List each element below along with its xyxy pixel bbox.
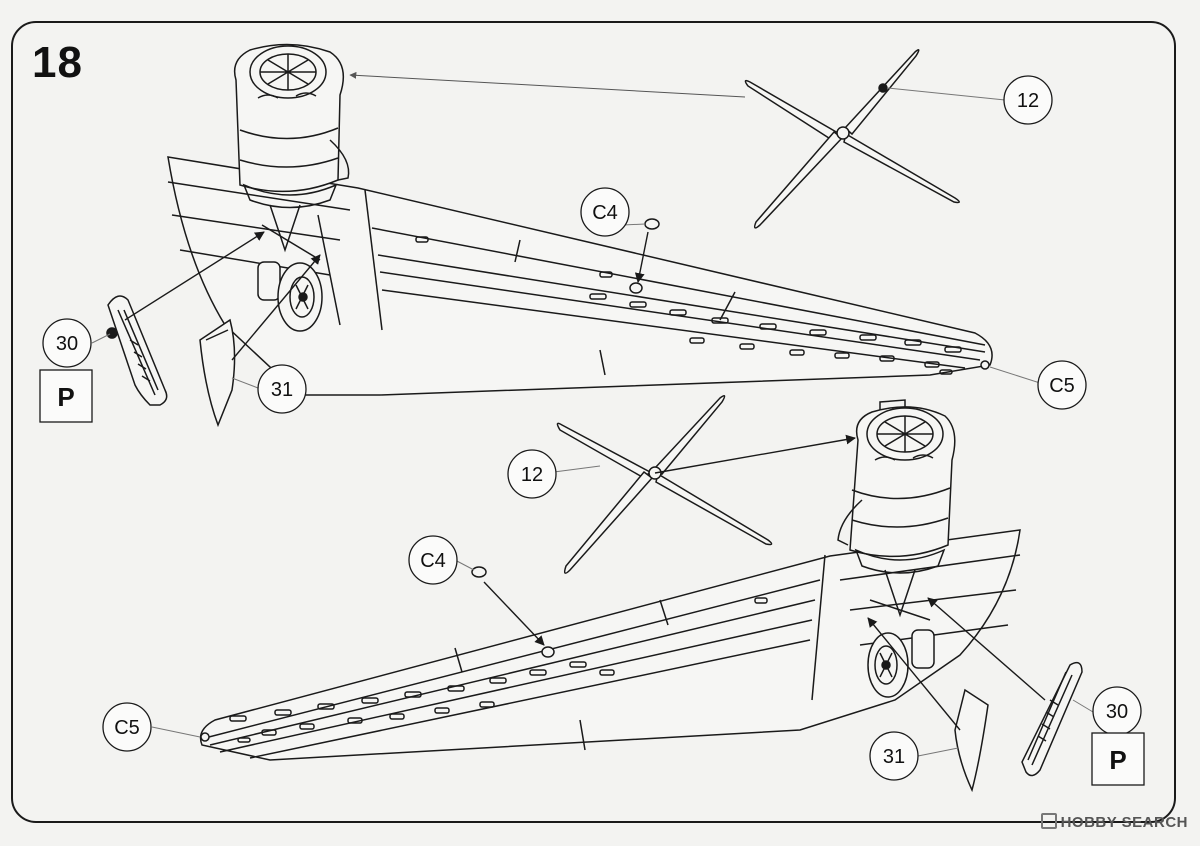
upper-part-30 <box>106 295 168 406</box>
label-lower-p: P <box>1109 745 1126 775</box>
step-number: 18 <box>32 38 83 87</box>
lower-c5-point <box>200 732 210 742</box>
hobby-search-logo-icon <box>1040 813 1057 829</box>
label-lower-c4: C4 <box>420 550 446 572</box>
upper-engine-nacelle <box>233 43 350 209</box>
callout-boxes <box>39 369 1145 786</box>
lower-wing-slots <box>229 597 768 743</box>
upper-propeller <box>744 49 960 229</box>
callout-upper-c5 <box>1037 360 1087 410</box>
label-lower-30: 30 <box>1106 701 1128 723</box>
label-upper-prop: 12 <box>1017 90 1039 112</box>
callout-lower-c4 <box>408 535 458 585</box>
lower-landing-gear <box>867 569 935 698</box>
label-upper-31: 31 <box>271 379 293 401</box>
callout-lower-prop <box>507 449 557 499</box>
upper-part-31 <box>199 318 236 428</box>
upper-c5-point <box>980 360 990 370</box>
callout-upper-31 <box>257 364 307 414</box>
callout-upper-c4 <box>580 187 630 237</box>
callout-lower-c5 <box>102 702 152 752</box>
label-lower-c5: C5 <box>114 717 140 739</box>
lower-c4-part <box>471 566 487 578</box>
lower-engine-nacelle <box>837 399 956 574</box>
lower-part-31 <box>954 688 989 793</box>
callout-leaders <box>91 87 1094 757</box>
callout-lower-31 <box>869 731 919 781</box>
callout-upper-p-box <box>39 369 93 423</box>
assembly-arrows <box>124 71 1046 731</box>
label-upper-p: P <box>57 382 74 412</box>
watermark: HOBBY SEARCH <box>1040 813 1188 831</box>
lower-wing <box>199 529 1021 761</box>
label-upper-30: 30 <box>56 333 78 355</box>
label-lower-31: 31 <box>883 746 905 768</box>
lower-propeller <box>556 395 773 574</box>
callout-lower-p-box <box>1091 732 1145 786</box>
callout-upper-prop <box>1003 75 1053 125</box>
callout-upper-30 <box>42 318 92 368</box>
upper-wing-slots <box>415 236 962 375</box>
sheet-border <box>11 21 1176 823</box>
upper-c4-part <box>644 218 660 230</box>
lower-wing-assembly <box>199 399 1021 761</box>
label-lower-prop: 12 <box>521 464 543 486</box>
lower-c4-seat <box>541 646 555 658</box>
callout-circles <box>42 75 1142 781</box>
upper-c4-seat <box>629 282 643 294</box>
watermark-text: HOBBY SEARCH <box>1060 814 1188 831</box>
label-upper-c5: C5 <box>1049 375 1075 397</box>
upper-wing-assembly <box>167 43 993 396</box>
lower-part-30 <box>1021 661 1083 777</box>
label-upper-c4: C4 <box>592 202 618 224</box>
